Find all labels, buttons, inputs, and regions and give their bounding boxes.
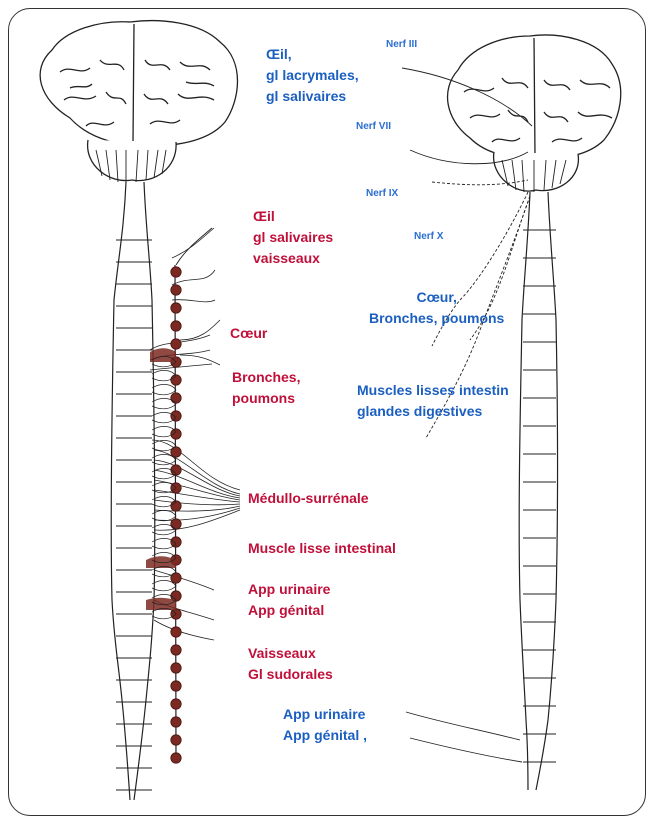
label-line: gl salivaires xyxy=(253,227,333,248)
sym-label-intestine: Muscle lisse intestinal xyxy=(248,538,396,559)
ganglion-node xyxy=(171,699,181,709)
sym-label-bronchi: Bronches, poumons xyxy=(232,367,300,409)
label-line: App génital xyxy=(248,600,330,621)
ganglion-node xyxy=(171,339,181,349)
ganglion-node xyxy=(171,735,181,745)
para-label-urogenital: App urinaire App génital , xyxy=(283,704,367,746)
sympathetic-fibers xyxy=(150,228,240,640)
para-label-eye: Œil, gl lacrymales, gl salivaires xyxy=(266,44,359,107)
label-line: glandes digestives xyxy=(357,401,509,422)
ganglion-node xyxy=(171,681,181,691)
ganglion-node xyxy=(171,393,181,403)
label-line: gl salivaires xyxy=(266,86,359,107)
ganglion-node xyxy=(171,519,181,529)
label-line: Médullo-surrénale xyxy=(248,488,369,509)
label-line: App urinaire xyxy=(283,704,367,725)
nerve-label-vii: Nerf VII xyxy=(356,121,391,133)
para-label-intestine: Muscles lisses intestin glandes digestiv… xyxy=(357,380,509,422)
sym-label-eye: Œil gl salivaires vaisseaux xyxy=(253,206,333,269)
ganglion-node xyxy=(171,411,181,421)
nerve-label-x: Nerf X xyxy=(414,231,443,243)
label-line: Muscles lisses intestin xyxy=(357,380,509,401)
label-line: Cœur, xyxy=(369,287,504,308)
label-line: poumons xyxy=(232,388,300,409)
label-line: App génital , xyxy=(283,725,367,746)
sym-label-adrenal: Médullo-surrénale xyxy=(248,488,369,509)
sym-label-vessels: Vaisseaux Gl sudorales xyxy=(248,643,333,685)
left-spinal-cord xyxy=(111,182,155,800)
para-label-heart: Cœur, Bronches, poumons xyxy=(369,287,504,329)
ganglion-node xyxy=(171,753,181,763)
ganglion-node xyxy=(171,267,181,277)
ganglion-node xyxy=(171,429,181,439)
label-line: vaisseaux xyxy=(253,248,333,269)
ganglion-node xyxy=(171,285,181,295)
label-line: Bronches, poumons xyxy=(369,308,504,329)
ganglion-node xyxy=(171,663,181,673)
sympathetic-chain xyxy=(146,228,212,763)
label-line: Muscle lisse intestinal xyxy=(248,538,396,559)
ramus-loop xyxy=(152,384,176,394)
nerve-label-ix: Nerf IX xyxy=(366,188,398,200)
ganglion-node xyxy=(171,321,181,331)
label-line: gl lacrymales, xyxy=(266,65,359,86)
ganglion-node xyxy=(171,627,181,637)
label-line: Cœur xyxy=(230,323,267,344)
label-line: Gl sudorales xyxy=(248,664,333,685)
ganglion-node xyxy=(171,717,181,727)
nerve-label-iii: Nerf III xyxy=(386,39,417,51)
ganglion-node xyxy=(171,303,181,313)
ganglion-node xyxy=(171,645,181,655)
sym-label-urogenital: App urinaire App génital xyxy=(248,579,330,621)
sym-label-heart: Cœur xyxy=(230,323,267,344)
label-line: Œil xyxy=(253,206,333,227)
right-brain xyxy=(448,35,621,192)
left-brain xyxy=(40,21,237,182)
right-spinal-cord xyxy=(519,192,557,790)
label-line: Vaisseaux xyxy=(248,643,333,664)
ramus-loop xyxy=(152,510,176,520)
label-line: Bronches, xyxy=(232,367,300,388)
ganglion-node xyxy=(171,537,181,547)
label-line: App urinaire xyxy=(248,579,330,600)
label-line: Œil, xyxy=(266,44,359,65)
